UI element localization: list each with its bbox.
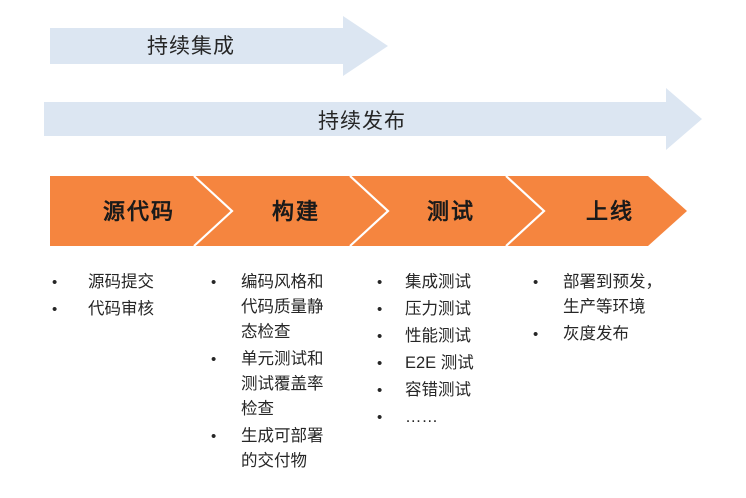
bullet-marker-icon: •	[377, 382, 383, 399]
chevron-divider-2	[349, 175, 390, 247]
list-item: • 集成测试	[377, 270, 527, 295]
bullet-marker-icon: •	[52, 301, 58, 318]
bullet-marker-icon: •	[377, 328, 383, 345]
bullet-text: 单元测试和 测试覆盖率 检查	[241, 350, 324, 418]
stage-label-build: 构建	[272, 199, 321, 224]
continuous-integration-label: 持续集成	[147, 35, 235, 58]
bullet-column-release: • 部署到预发， 生产等环境 • 灰度发布	[533, 270, 703, 349]
stage-label-source-code: 源代码	[103, 199, 176, 224]
bullet-marker-icon: •	[211, 428, 217, 445]
bullet-text: ……	[405, 408, 438, 426]
bullet-marker-icon: •	[377, 274, 383, 291]
pipeline-stage-band	[50, 172, 692, 252]
list-item: • 部署到预发， 生产等环境	[533, 270, 703, 320]
continuous-delivery-arrow	[44, 88, 704, 150]
bullet-text: 性能测试	[405, 327, 471, 345]
list-item: • 单元测试和 测试覆盖率 检查	[211, 347, 371, 422]
bullet-text: 编码风格和 代码质量静 态检查	[241, 273, 324, 341]
chevron-divider-1	[193, 175, 234, 247]
bullet-text: 代码审核	[88, 300, 154, 318]
bullet-marker-icon: •	[377, 355, 383, 372]
list-item: • 编码风格和 代码质量静 态检查	[211, 270, 371, 345]
bullet-column-test: • 集成测试 • 压力测试 • 性能测试 • E2E 测试 • 容错测试 • ……	[377, 270, 527, 432]
bullet-text: 生成可部署 的交付物	[241, 427, 324, 470]
bullet-column-source-code: • 源码提交 • 代码审核	[52, 270, 202, 324]
stage-label-test: 测试	[427, 199, 476, 224]
list-item: • ……	[377, 405, 527, 430]
bullet-text: E2E 测试	[405, 354, 474, 372]
bullet-text: 源码提交	[88, 273, 154, 291]
list-item: • 灰度发布	[533, 322, 703, 347]
continuous-integration-arrow	[50, 16, 390, 76]
list-item: • 压力测试	[377, 297, 527, 322]
bullet-marker-icon: •	[533, 274, 539, 291]
bullet-marker-icon: •	[211, 274, 217, 291]
list-item: • 源码提交	[52, 270, 202, 295]
bullet-text: 压力测试	[405, 300, 471, 318]
list-item: • E2E 测试	[377, 351, 527, 376]
bullet-marker-icon: •	[533, 326, 539, 343]
list-item: • 生成可部署 的交付物	[211, 424, 371, 474]
chevron-divider-3	[505, 175, 546, 247]
stage-label-release: 上线	[586, 199, 635, 224]
bullet-text: 集成测试	[405, 273, 471, 291]
bullet-marker-icon: •	[211, 351, 217, 368]
bullet-marker-icon: •	[377, 409, 383, 426]
bullet-marker-icon: •	[377, 301, 383, 318]
bullet-column-build: • 编码风格和 代码质量静 态检查 • 单元测试和 测试覆盖率 检查 • 生成可…	[211, 270, 371, 476]
list-item: • 容错测试	[377, 378, 527, 403]
stage-band-shape	[50, 176, 687, 246]
bullet-text: 部署到预发， 生产等环境	[563, 273, 662, 316]
list-item: • 性能测试	[377, 324, 527, 349]
bullet-text: 灰度发布	[563, 325, 629, 343]
continuous-delivery-label: 持续发布	[318, 110, 406, 133]
bullet-text: 容错测试	[405, 381, 471, 399]
list-item: • 代码审核	[52, 297, 202, 322]
bullet-marker-icon: •	[52, 274, 58, 291]
